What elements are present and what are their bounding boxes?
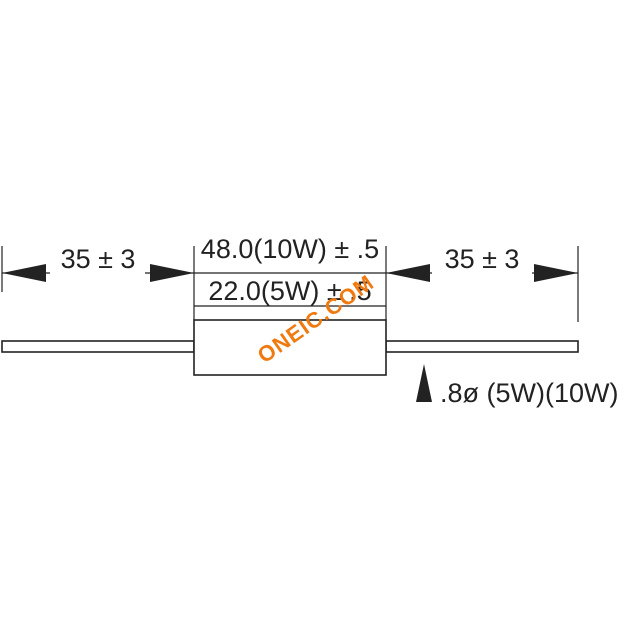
lead-diameter-label: .8ø (5W)(10W) [440, 378, 619, 408]
lead-diameter-arrow [416, 364, 432, 402]
resistor-body [193, 319, 387, 376]
body-length-5w-label: 22.0(5W) ± .5 [208, 276, 371, 306]
left-lead [1, 340, 195, 353]
right-lead-arrow-right [534, 264, 578, 282]
right-lead [385, 340, 579, 353]
right-lead-length-label: 35 ± 3 [445, 244, 520, 274]
left-lead-length-label: 35 ± 3 [61, 244, 136, 274]
right-lead-arrow-left [386, 264, 430, 282]
body-length-10w-label: 48.0(10W) ± .5 [201, 234, 379, 264]
left-lead-arrow-right [150, 264, 194, 282]
left-lead-arrow-left [2, 264, 46, 282]
